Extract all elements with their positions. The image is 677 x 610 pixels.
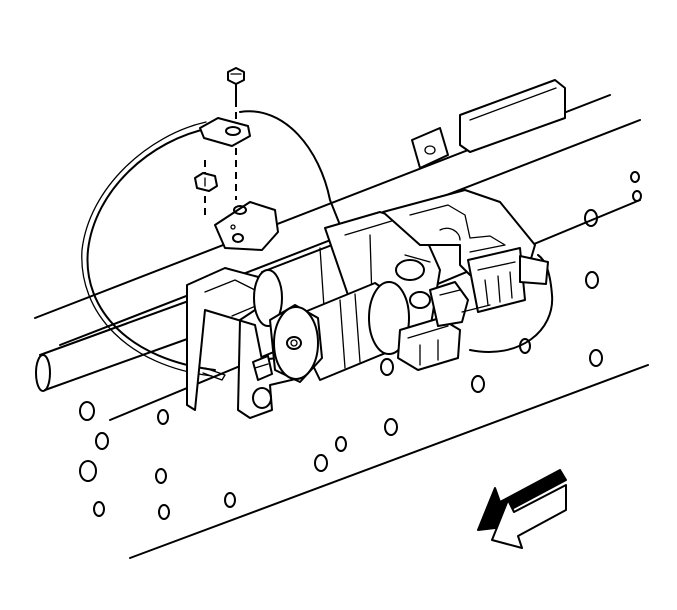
compressor-bracket [186,267,301,419]
hose-clip [199,117,251,147]
frame-crossmember [35,294,206,392]
direction-arrow-icon [477,469,567,549]
frame-upper-bracket [411,79,566,169]
frame-rail-lower-edge [129,364,649,559]
electrical-connector [397,281,491,371]
mounting-bolt [227,67,245,200]
relay-bracket [382,189,549,313]
mount-bracket [214,201,279,251]
retaining-nut [194,160,218,220]
air-compressor-motor-front [269,281,410,383]
